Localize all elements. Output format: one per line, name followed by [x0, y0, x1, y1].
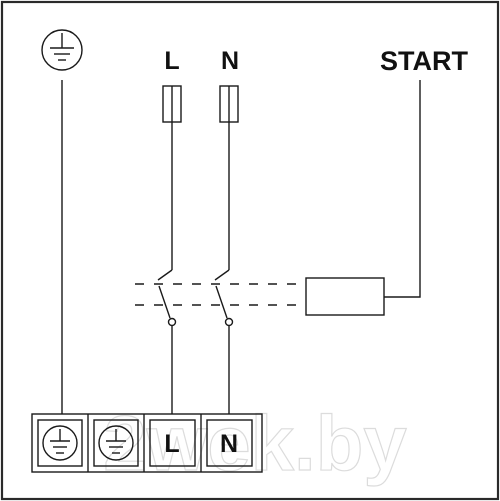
phase-switch-contact: [157, 269, 173, 281]
terminal-neutral-box: [206, 419, 253, 467]
start-actuator: [305, 277, 385, 316]
start-label: START: [380, 46, 468, 76]
terminal-phase-label: L: [164, 430, 179, 458]
ground-icon: [37, 419, 83, 467]
ground-icon: [41, 29, 83, 71]
neutral-switch-pivot: [224, 317, 234, 327]
terminal-phase-box: [149, 419, 196, 467]
terminal-block: [31, 413, 263, 473]
phase-switch-blade: [158, 285, 171, 319]
ground-icon: [93, 419, 139, 467]
terminal-neutral-label: N: [220, 430, 238, 458]
neutral-switch-blade: [215, 285, 228, 319]
neutral-label: N: [221, 47, 239, 75]
phase-label: L: [164, 47, 179, 75]
phase-switch-pivot: [167, 317, 177, 327]
start-wire: [384, 80, 421, 298]
neutral-switch-contact: [214, 269, 230, 281]
watermark: 2wek.by: [103, 399, 407, 487]
